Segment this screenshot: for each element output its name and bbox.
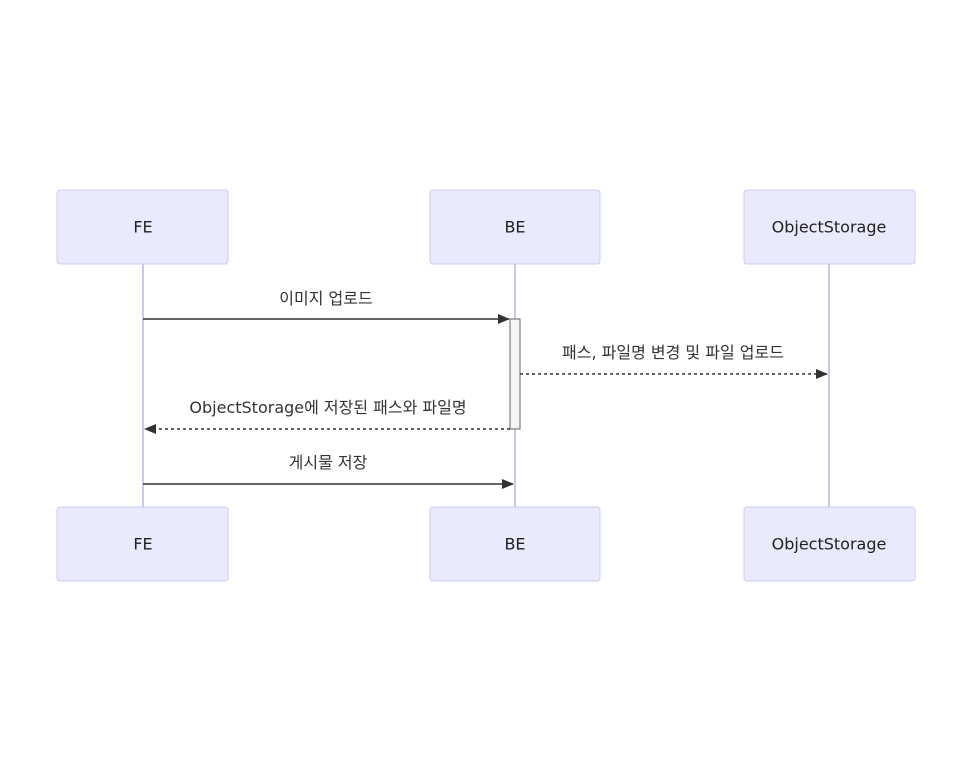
participant-label: BE [504,535,525,554]
message-return-path-and-filename: ObjectStorage에 저장된 패스와 파일명 [144,398,510,434]
participant-top-be: BE [429,189,601,265]
participant-top-objectstorage: ObjectStorage [743,189,916,265]
participant-label: ObjectStorage [772,218,887,237]
message-image-upload: 이미지 업로드 [143,289,510,324]
participant-label: FE [133,218,152,237]
message-label: 패스, 파일명 변경 및 파일 업로드 [562,343,784,362]
be-activation-bar [509,318,521,430]
message-label: ObjectStorage에 저장된 패스와 파일명 [189,398,466,417]
message-label: 게시물 저장 [289,453,368,472]
message-save-post: 게시물 저장 [143,453,514,489]
participant-label: BE [504,218,525,237]
participant-label: FE [133,535,152,554]
participant-top-fe: FE [56,189,229,265]
message-label: 이미지 업로드 [279,289,372,308]
participant-bottom-objectstorage: ObjectStorage [743,506,916,582]
participant-bottom-be: BE [429,506,601,582]
message-rename-and-upload: 패스, 파일명 변경 및 파일 업로드 [520,343,828,379]
participant-bottom-fe: FE [56,506,229,582]
participant-label: ObjectStorage [772,535,887,554]
